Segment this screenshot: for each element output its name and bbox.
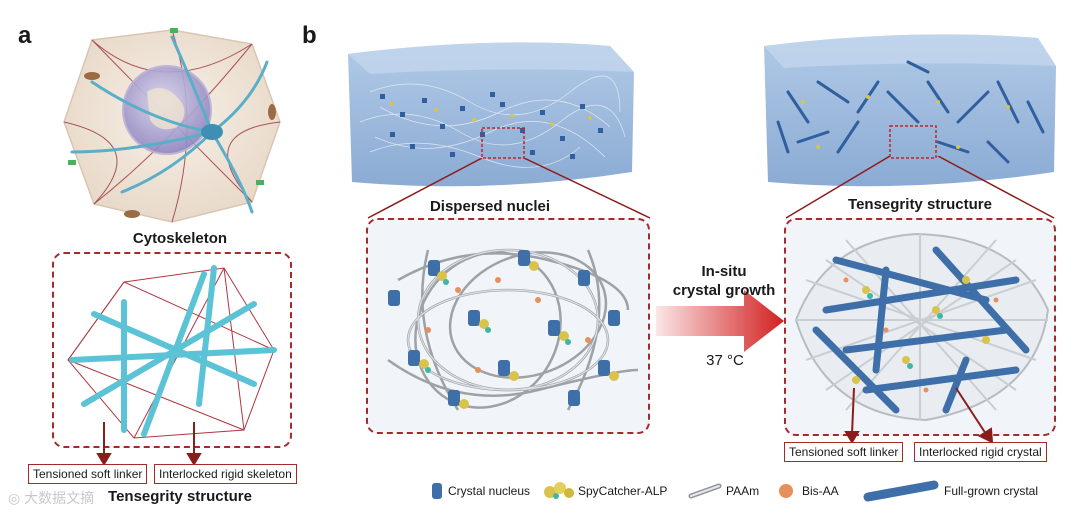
cytoskeleton-illustration <box>63 28 281 223</box>
orange-dot-icon <box>779 484 793 498</box>
dispersed-nuclei-zoom-illustration <box>387 248 639 411</box>
yellow-protein-cluster-icon <box>544 482 574 499</box>
tensegrity-zoom-box <box>784 218 1056 436</box>
panel-a-rigid-skeleton-label: Interlocked rigid skeleton <box>154 464 297 484</box>
dispersed-hydrogel-block <box>348 42 634 187</box>
legend-label-full-grown-crystal: Full-grown crystal <box>944 484 1039 498</box>
watermark-text: 大数据文摘 <box>24 490 95 506</box>
panel-a-arrows <box>96 422 202 466</box>
panel-b-rigid-crystal-label: Interlocked rigid crystal <box>914 442 1047 462</box>
long-blue-rod-icon <box>863 480 939 502</box>
tensegrity-structure-label: Tensegrity structure <box>848 196 992 213</box>
legend-label-paam: PAAm <box>726 484 760 498</box>
temperature-label: 37 °C <box>706 352 744 369</box>
left-zoom-lines <box>367 158 651 219</box>
panel-b-letter: b <box>302 22 317 49</box>
tensegrity-model-illustration <box>67 265 277 439</box>
right-zoom-lines <box>785 156 1055 219</box>
watermark: ◎ 大数据文摘 <box>8 488 94 508</box>
panel-b-soft-linker-label: Tensioned soft linker <box>784 442 904 462</box>
process-label-line2: crystal growth <box>672 282 776 299</box>
dispersed-nuclei-zoom-box <box>366 218 650 434</box>
gray-tube-icon <box>688 483 722 499</box>
legend-label-bis-aa: Bis-AA <box>802 484 839 498</box>
blue-cylinder-icon <box>432 483 442 499</box>
legend-label-crystal-nucleus: Crystal nucleus <box>448 484 531 498</box>
panel-a-soft-linker-label: Tensioned soft linker <box>28 464 148 484</box>
legend: Crystal nucleus SpyCatcher-ALP PAAm Bis-… <box>420 480 1070 502</box>
dispersed-nuclei-label: Dispersed nuclei <box>429 198 551 215</box>
process-label-line1: In-situ <box>701 263 747 280</box>
process-label: In-situ crystal growth <box>664 262 784 300</box>
weibo-logo-icon: ◎ <box>8 490 21 506</box>
tensegrity-zoom-illustration <box>794 232 1050 422</box>
panel-a-structure-title: Tensegrity structure <box>108 488 252 505</box>
tensegrity-model-box <box>52 252 292 448</box>
panel-b-arrows <box>844 387 994 444</box>
legend-label-spycatcher-alp: SpyCatcher-ALP <box>578 484 668 498</box>
tensegrity-hydrogel-block <box>764 34 1056 187</box>
growth-arrow <box>656 290 784 352</box>
cytoskeleton-label: Cytoskeleton <box>132 230 228 247</box>
panel-a-letter: a <box>18 22 32 49</box>
